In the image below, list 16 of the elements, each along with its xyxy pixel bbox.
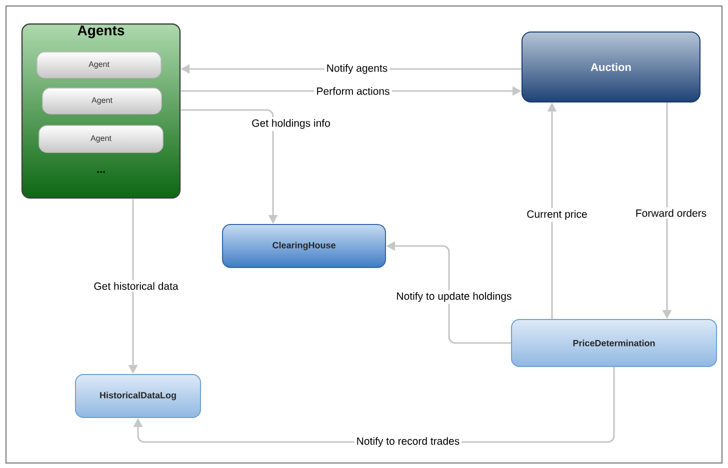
edge-label: Notify to update holdings (394, 290, 514, 304)
edge-label: Get holdings info (250, 117, 332, 131)
edge-label: Current price (524, 208, 590, 222)
edge-label: Notify agents (324, 62, 390, 76)
process-box: ClearingHouse (222, 224, 386, 268)
edge-label: Forward orders (633, 207, 709, 219)
process-box: Auction (522, 32, 700, 102)
edge-label: Notify to record trades (354, 435, 462, 449)
agent-box: Agent (36, 52, 162, 78)
agent-box: Agent (38, 125, 164, 153)
agent-box: Agent (42, 88, 162, 114)
edge-label: Get historical data (92, 280, 180, 292)
process-box: PriceDetermination (511, 319, 717, 367)
process-box: HistoricalDataLog (75, 374, 201, 418)
ellipsis-text: ... (97, 171, 105, 173)
edge-label: Perform actions (314, 85, 392, 97)
